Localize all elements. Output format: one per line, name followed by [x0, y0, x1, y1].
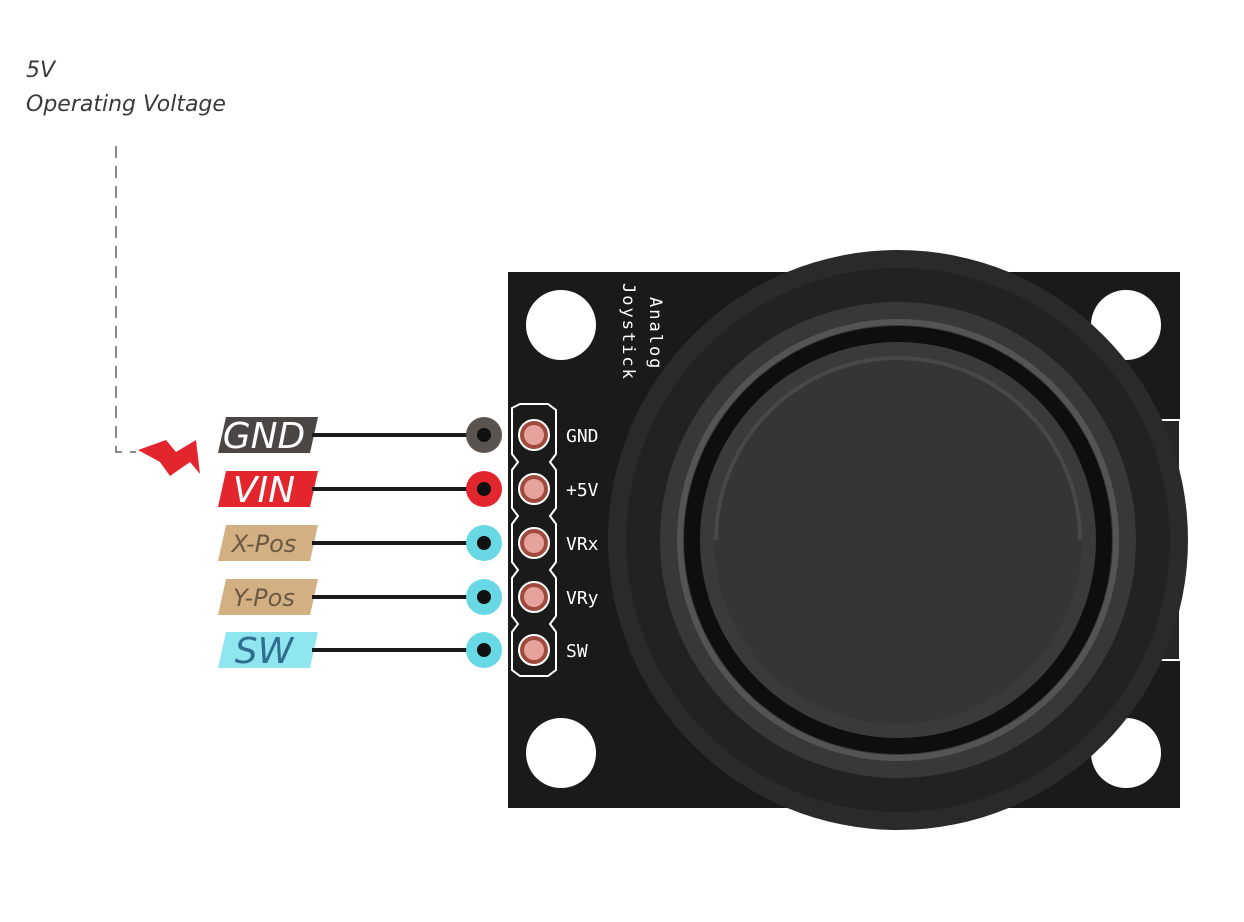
annotation-leader-line	[115, 146, 136, 453]
header-pin-label: GND	[566, 426, 599, 447]
voltage-annotation: 5V Operating Voltage	[26, 54, 226, 122]
pin-tag-label: GND	[223, 416, 306, 457]
lightning-icon	[138, 440, 200, 476]
pin-connector-center	[477, 643, 491, 657]
pin-tag-label: X-Pos	[230, 530, 297, 558]
pin-row: Y-Pos VRy	[218, 579, 599, 615]
pin-row: VIN +5V	[218, 470, 599, 511]
mounting-hole-bottom-left	[526, 718, 596, 788]
pin-tag-label: SW	[235, 631, 295, 672]
pin-tag-background	[218, 417, 318, 453]
pin-row: SW SW	[218, 631, 588, 672]
joystick-cap	[608, 250, 1188, 830]
pin-tag-background	[218, 579, 318, 615]
header-pin-label: SW	[566, 641, 588, 662]
pin-tag-background	[218, 525, 318, 561]
pin-tag-label: VIN	[233, 470, 295, 511]
header-pin-label: VRy	[566, 588, 599, 609]
pin-connector-center	[477, 428, 491, 442]
pin-row: GND GND	[218, 416, 599, 457]
voltage-value: 5V	[26, 58, 56, 83]
joystick-board: Analog Joystick	[508, 250, 1188, 830]
header-pin-label: +5V	[566, 480, 599, 501]
mounting-hole-top-left	[526, 290, 596, 360]
module-name-line2: Joystick	[618, 283, 638, 381]
header-pad-center	[524, 587, 544, 607]
module-name-line1: Analog	[645, 297, 665, 370]
voltage-label: Operating Voltage	[26, 92, 226, 117]
pin-row: X-Pos VRx	[218, 525, 599, 561]
pin-connector-center	[477, 482, 491, 496]
header-pad-center	[524, 479, 544, 499]
pin-tag-background	[218, 632, 318, 668]
pin-connector-center	[477, 536, 491, 550]
header-pin-label: VRx	[566, 534, 599, 555]
pin-connector-center	[477, 590, 491, 604]
pin-tag-label: Y-Pos	[233, 584, 295, 612]
header-pad-center	[524, 640, 544, 660]
pin-tag-background	[218, 471, 318, 507]
header-pad-center	[524, 533, 544, 553]
header-pad-center	[524, 425, 544, 445]
